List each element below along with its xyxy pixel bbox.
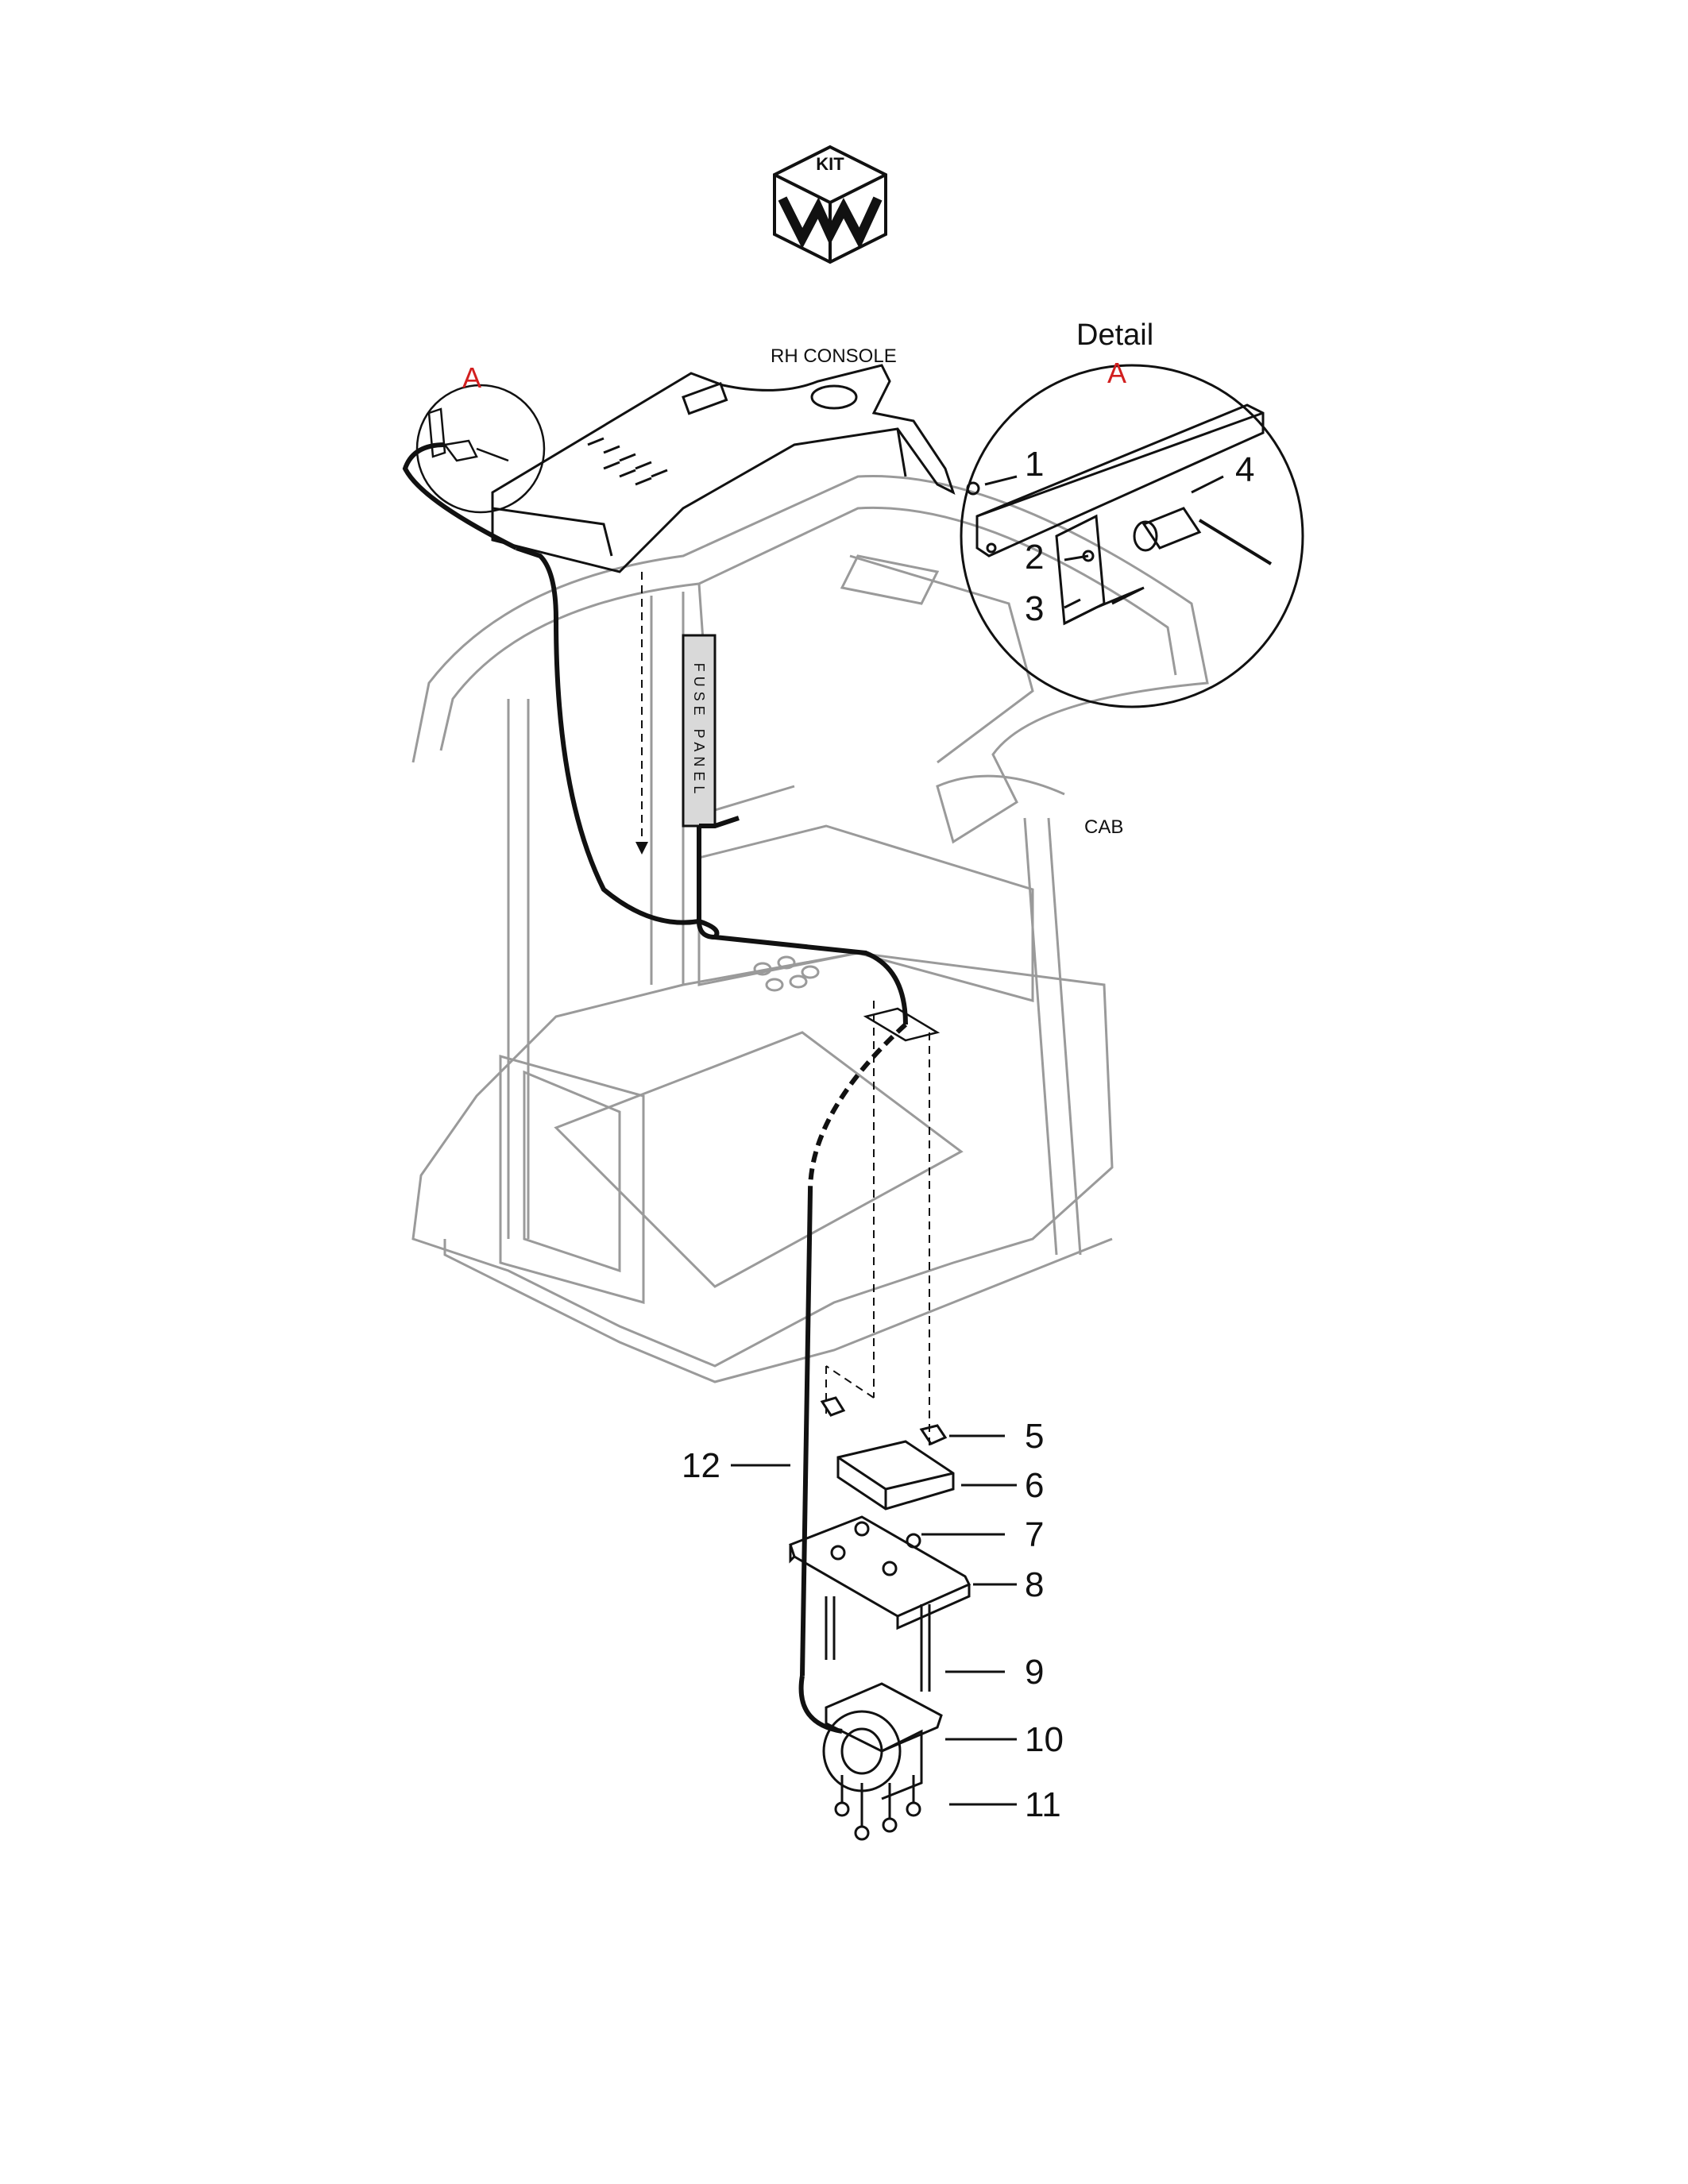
view-marker-a-circle (415, 384, 546, 514)
cab-frame (411, 474, 1209, 1383)
fuse-panel-label: FUSE PANEL (691, 663, 707, 799)
rh-console-label: RH CONSOLE (771, 345, 897, 367)
callout-3: 3 (1025, 589, 1045, 628)
mount-plate-outline (863, 1007, 941, 1042)
cab-label: CAB (1084, 816, 1124, 838)
callout-6: 6 (1025, 1466, 1045, 1505)
callout-9: 9 (1025, 1653, 1045, 1692)
detail-marker-a: A (1107, 357, 1127, 389)
callout-12: 12 (682, 1446, 720, 1485)
logo-text: KIT (816, 154, 844, 174)
guide-lines (641, 572, 930, 1445)
callout-8: 8 (1025, 1565, 1045, 1604)
kit-logo: KIT (773, 145, 887, 264)
leader-lines (731, 475, 1224, 1806)
detail-title: Detail (1076, 318, 1154, 352)
arrow-down-icon (635, 842, 648, 855)
view-marker-a: A (462, 361, 482, 394)
callout-1: 1 (1025, 445, 1045, 484)
callout-7: 7 (1025, 1515, 1045, 1554)
callout-11: 11 (1025, 1785, 1061, 1824)
callout-4: 4 (1235, 450, 1255, 489)
callout-5: 5 (1025, 1417, 1045, 1456)
callout-2: 2 (1025, 538, 1045, 577)
alarm-assembly (789, 1396, 971, 1841)
wiring-harness (402, 442, 908, 1734)
detail-a-circle (960, 364, 1304, 708)
callout-10: 10 (1025, 1720, 1064, 1759)
fuse-panel: FUSE PANEL (682, 634, 717, 828)
rh-console (491, 364, 956, 573)
